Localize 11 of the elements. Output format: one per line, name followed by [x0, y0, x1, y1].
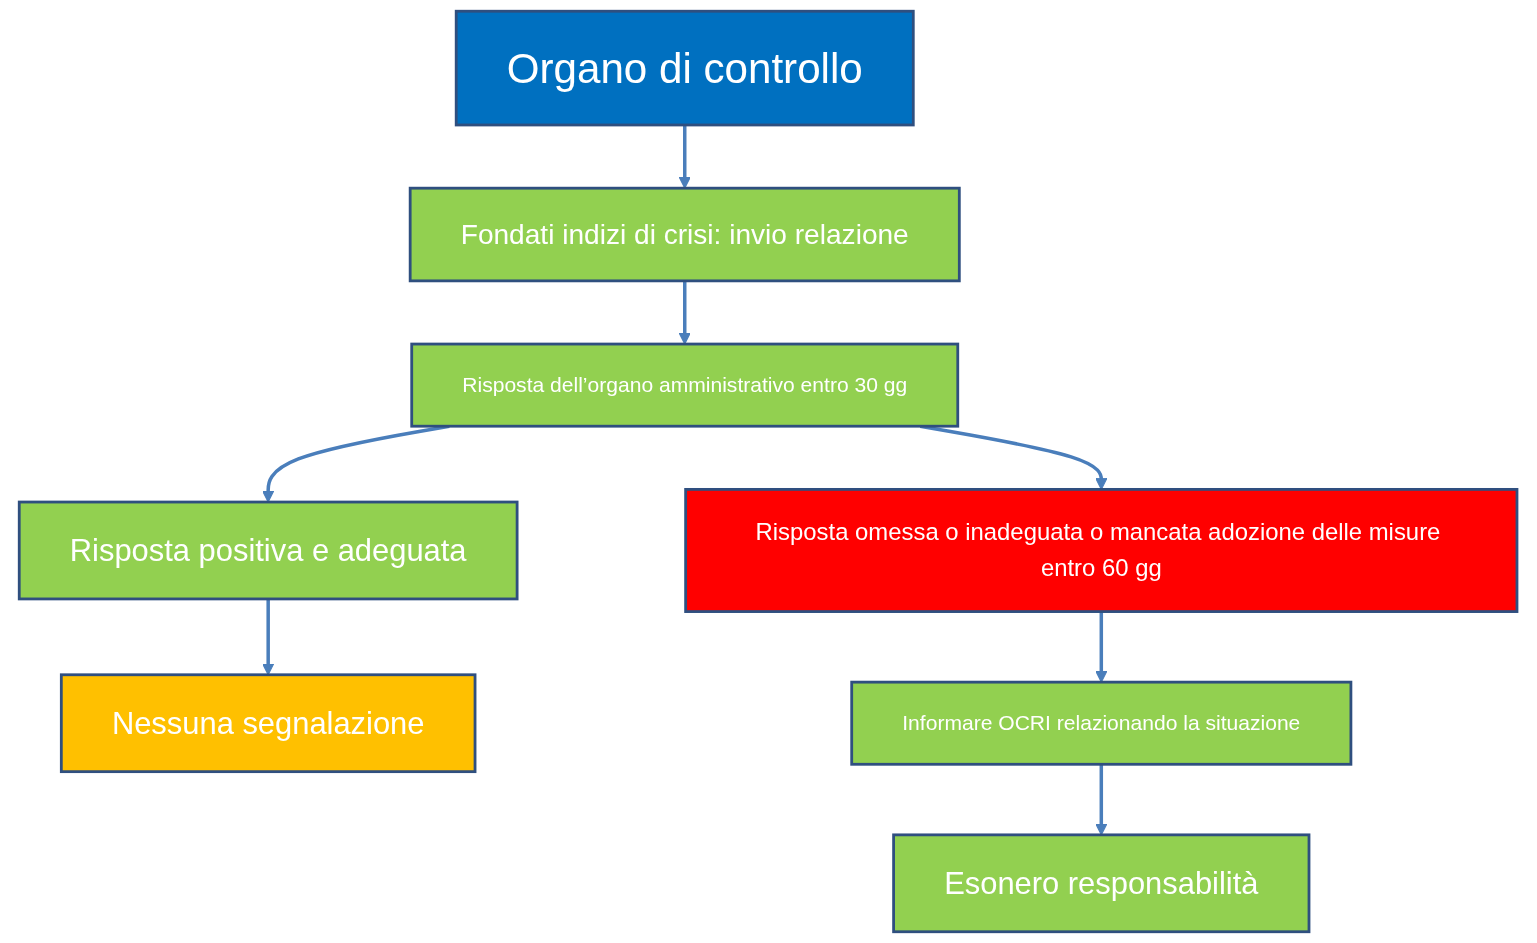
node-box: Nessuna segnalazione — [60, 673, 477, 774]
arrow — [1095, 611, 1108, 683]
node-box: Organo di controllo — [455, 9, 916, 127]
node-box: Risposta omessa o inadeguata o mancata adozione delle misure entro 60 gg — [684, 488, 1519, 613]
node-box: Informare OCRI relazionando la situazione — [850, 680, 1353, 766]
node-box: Esonero responsabilità — [892, 833, 1311, 934]
arrow — [678, 125, 692, 189]
node-box: Risposta positiva e adeguata — [18, 500, 519, 601]
node-box: Risposta dell’organo amministrativo entro 30 gg — [410, 342, 960, 428]
arrow — [678, 280, 692, 345]
node-box: Fondati indizi di crisi: invio relazione — [409, 186, 962, 283]
